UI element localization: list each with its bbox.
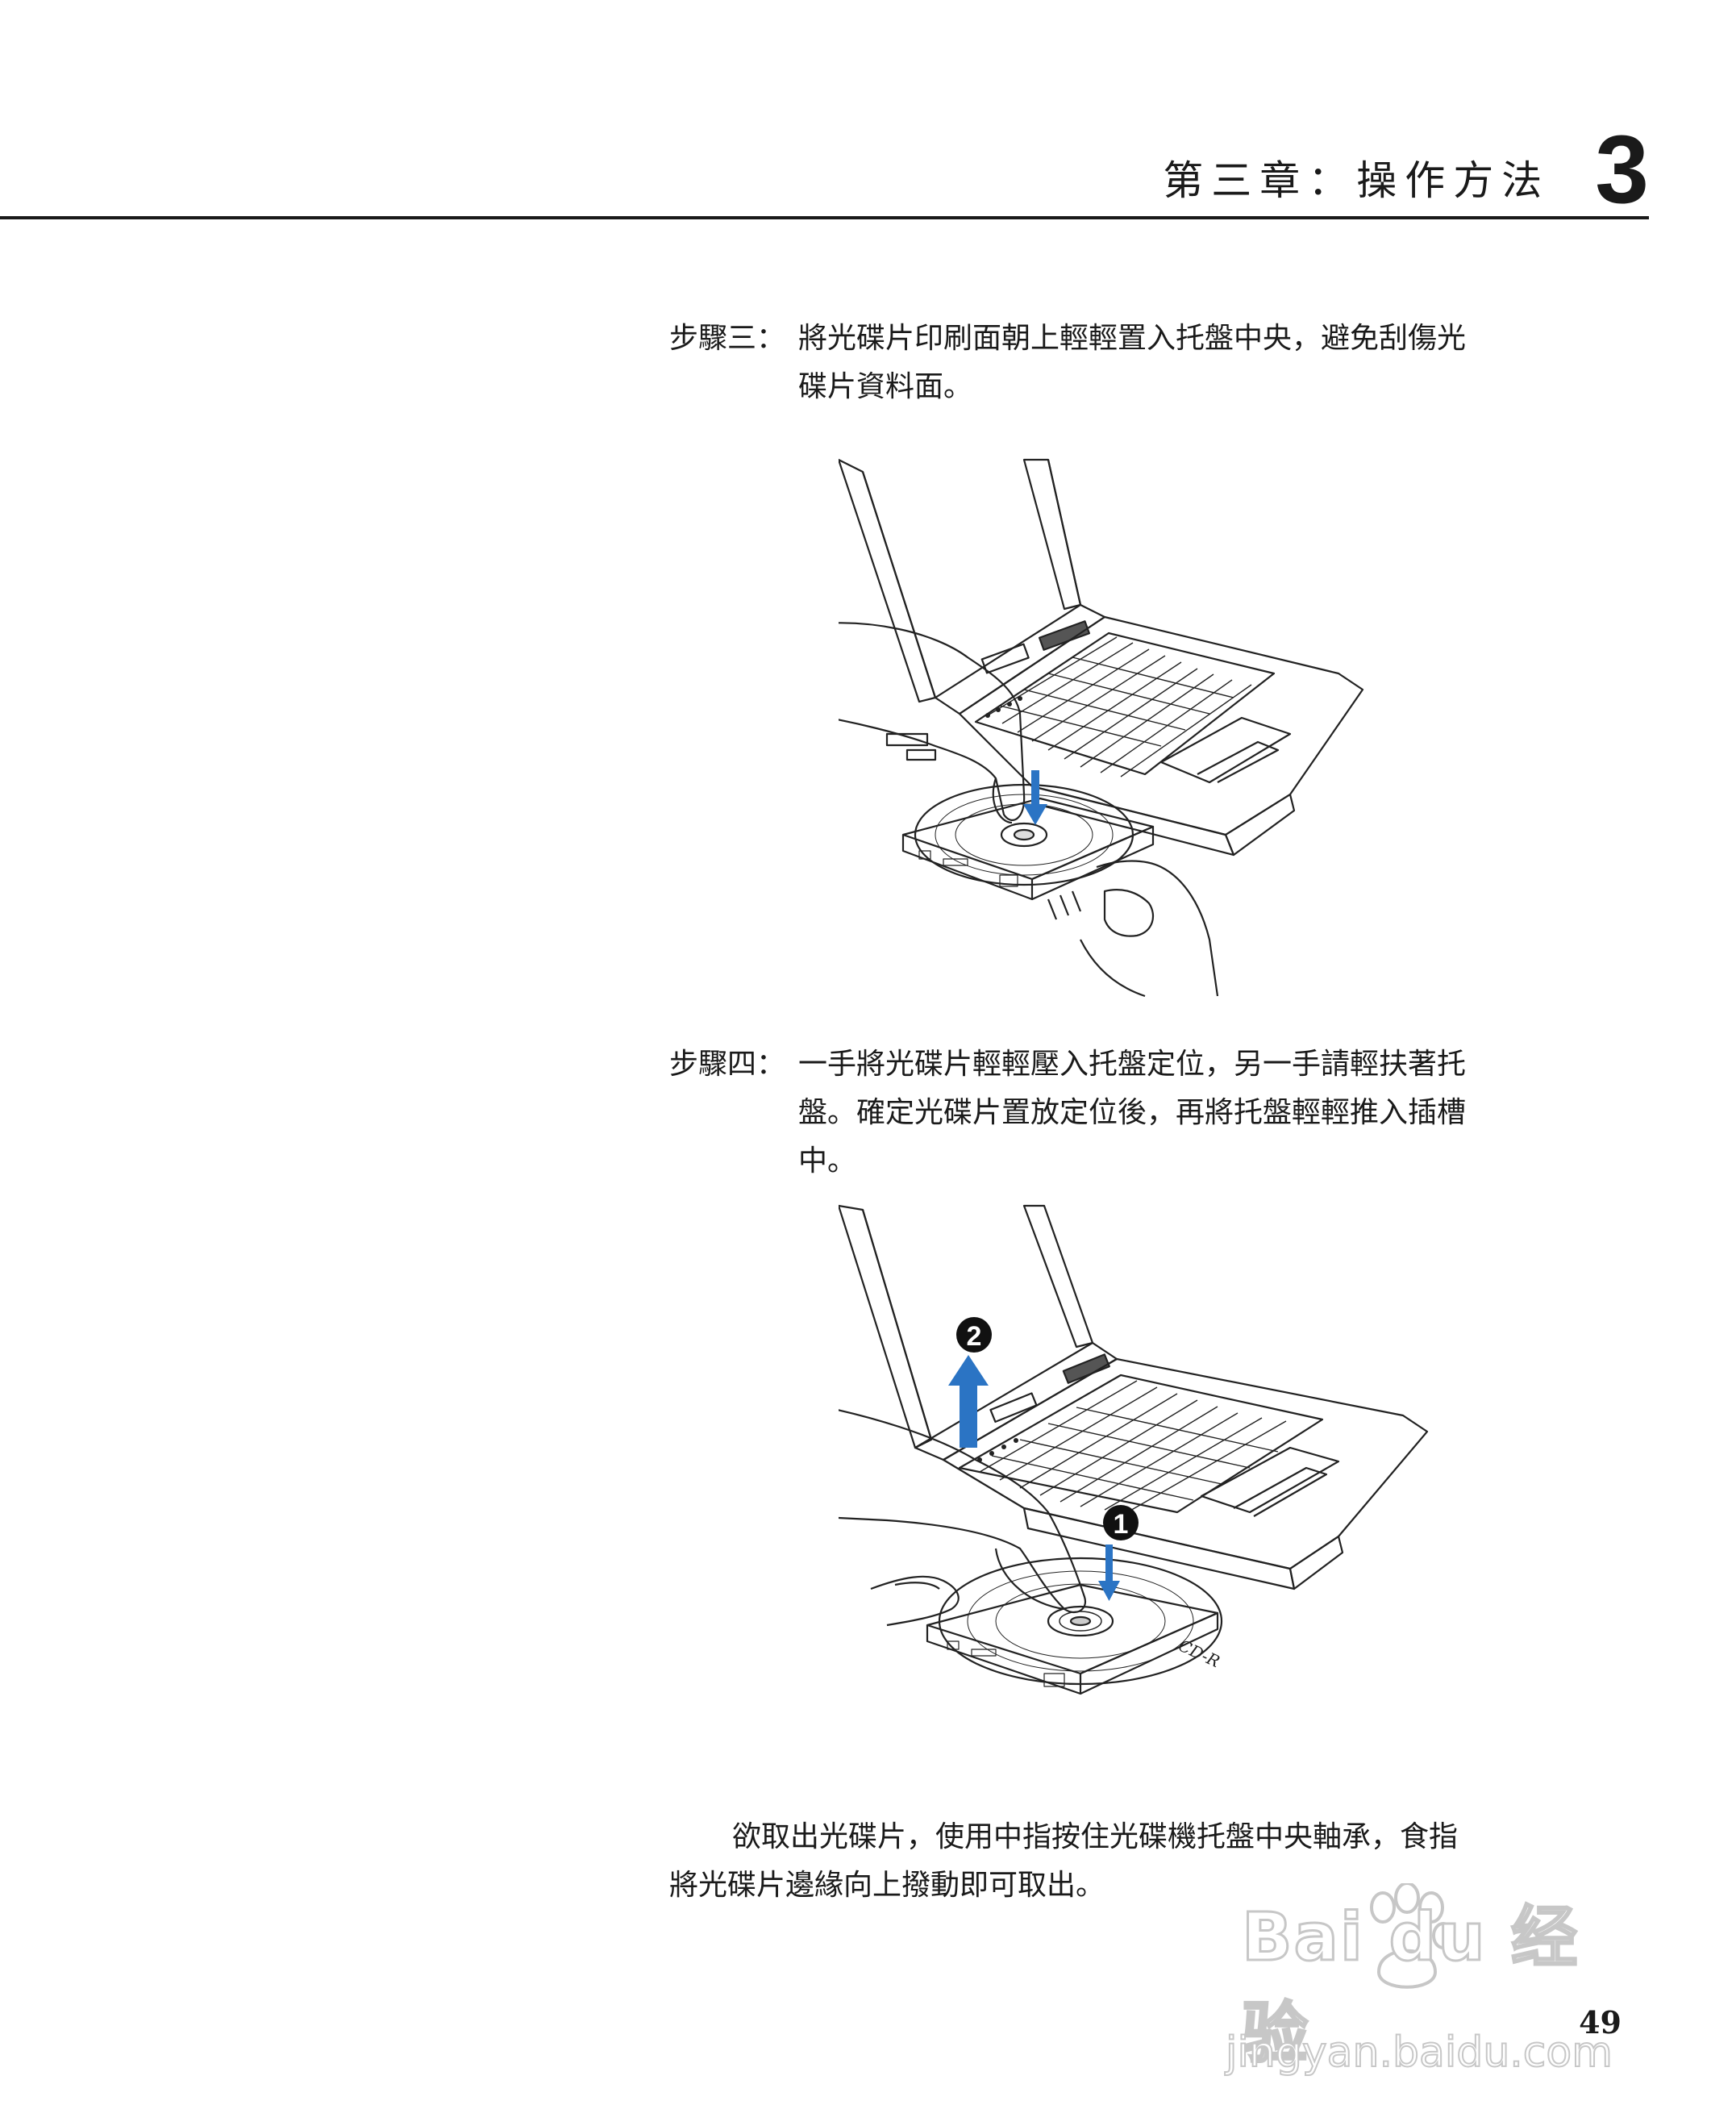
step-four-label: 步驟四：: [669, 1048, 786, 1081]
laptop-disc-secure-illustration: 2 1 CD-R: [839, 1204, 1429, 1695]
step-three-text-line1: 將光碟片印刷面朝上輕輕置入托盤中央，避免刮傷光: [798, 322, 1467, 355]
eject-note-line1: 欲取出光碟片，使用中指按住光碟機托盤中央軸承，食指: [732, 1820, 1459, 1853]
step-four-text-line2: 盤。確定光碟片置放定位後，再將托盤輕輕推入插槽: [798, 1096, 1467, 1129]
watermark-url: jingyan.baidu.com: [1225, 2028, 1613, 2078]
marker-one: 1: [1103, 1505, 1139, 1540]
step-three-label: 步驟三：: [669, 322, 786, 355]
eject-note-line2: 將光碟片邊緣向上撥動即可取出。: [669, 1869, 1105, 1902]
baidu-watermark: Bai du 经验 jingyan.baidu.com: [1218, 1883, 1637, 2101]
marker-two: 2: [956, 1317, 992, 1353]
paw-icon: [1370, 1883, 1455, 1989]
step-three-text-line2: 碟片資料面。: [798, 370, 973, 403]
svg-text:1: 1: [1114, 1509, 1129, 1540]
laptop-disc-insert-illustration: [839, 458, 1364, 998]
watermark-logo: Bai du 经验: [1241, 1899, 1580, 2074]
figure-secure-disc: 2 1 CD-R: [839, 1202, 1524, 1758]
chapter-number: 3: [1595, 115, 1649, 223]
header-rule: [0, 216, 1649, 219]
step-four-text-line3: 中。: [798, 1144, 857, 1178]
chapter-title: 第三章：操作方法: [1163, 157, 1551, 204]
step-four-text-line1: 一手將光碟片輕輕壓入托盤定位，另一手請輕扶著托: [798, 1048, 1467, 1081]
step-three: 步驟三： 將光碟片印刷面朝上輕輕置入托盤中央，避免刮傷光 碟片資料面。: [669, 315, 1564, 411]
chapter-header: 第三章：操作方法 3: [1163, 121, 1649, 218]
page-number: 49: [1579, 2004, 1622, 2041]
svg-text:2: 2: [967, 1321, 982, 1352]
figure-insert-disc: [839, 456, 1387, 1000]
step-four: 步驟四： 一手將光碟片輕輕壓入托盤定位，另一手請輕扶著托 盤。確定光碟片置放定位…: [669, 1040, 1564, 1186]
eject-note: 欲取出光碟片，使用中指按住光碟機托盤中央軸承，食指 將光碟片邊緣向上撥動即可取出…: [669, 1813, 1564, 1910]
disc-label: CD-R: [1176, 1636, 1223, 1671]
